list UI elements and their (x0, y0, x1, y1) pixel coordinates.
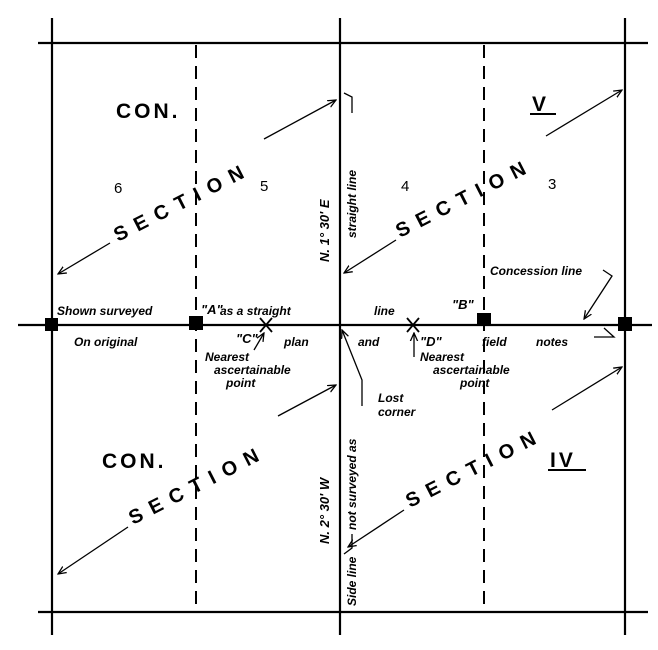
on-original-text: On original (74, 335, 138, 349)
point-a-label: "A" (201, 302, 224, 317)
side-line-bracket (343, 534, 353, 555)
concession-lower-numeral: IV (550, 449, 576, 472)
lot-number-3: 3 (548, 176, 556, 193)
as-straight-text: as a straight (220, 304, 292, 318)
frame-lines (18, 18, 652, 635)
notes-text: notes (536, 335, 568, 349)
arrow-lr-right (551, 367, 622, 411)
field-text: field (482, 335, 507, 349)
and-text: and (358, 335, 380, 349)
lot-number-6: 6 (114, 180, 122, 197)
nearest-c-line3: point (225, 376, 256, 390)
ascertainable-points (259, 317, 420, 333)
bearing-north-note: straight line (345, 170, 359, 238)
nearest-d-line3: point (459, 376, 490, 390)
lost-corner-line1: Lost (378, 391, 404, 405)
line-text: line (374, 304, 395, 318)
concession-line-callout: Concession line (490, 264, 582, 278)
point-d-label: "D" (420, 334, 443, 349)
arrow-ur-left (344, 239, 397, 273)
bearing-south: N. 2° 30' W (317, 476, 332, 544)
nearest-c-line2: ascertainable (214, 363, 291, 377)
concession-upper-numeral: V (532, 93, 549, 116)
nearest-c-leader (253, 333, 264, 351)
concession-lower-label: CON. (102, 450, 167, 473)
bearing-south-note-b: Side line (345, 556, 359, 606)
section-lower-right: SECTION (402, 424, 547, 513)
monument-a (189, 316, 203, 330)
bearing-north: N. 1° 30' E (317, 199, 332, 262)
point-b-label: "B" (452, 297, 475, 312)
arrow-ul-right (263, 100, 336, 140)
lost-corner-leader (342, 330, 363, 406)
monuments (45, 313, 632, 331)
section-arrows (58, 90, 622, 574)
concession-line-tick (594, 327, 616, 338)
bearing-south-note-a: not surveyed as (345, 438, 359, 530)
nearest-d-line1: Nearest (420, 350, 465, 364)
arrow-ll-left (58, 526, 129, 574)
plan-text: plan (283, 335, 309, 349)
section-upper-right: SECTION (392, 154, 537, 243)
lot-number-5: 5 (260, 178, 268, 195)
point-c-label: "C" (236, 331, 259, 346)
concession-callout-leader (584, 269, 613, 319)
lost-corner-line2: corner (378, 405, 417, 419)
arrow-ll-right (277, 385, 336, 417)
callout-leaders (253, 92, 616, 555)
straight-line-bracket (343, 92, 353, 113)
monument-b (477, 313, 491, 326)
monument-left (45, 318, 58, 331)
nearest-c-line1: Nearest (205, 350, 250, 364)
arrow-ul-left (58, 242, 111, 274)
nearest-d-line2: ascertainable (433, 363, 510, 377)
lot-number-4: 4 (401, 178, 409, 195)
section-upper-left: SECTION (110, 158, 255, 247)
shown-surveyed-text: Shown surveyed (57, 304, 153, 318)
arrow-ur-right (545, 90, 622, 137)
concession-upper-label: CON. (116, 100, 181, 123)
arrow-lr-left (348, 509, 405, 547)
monument-right (618, 317, 632, 331)
